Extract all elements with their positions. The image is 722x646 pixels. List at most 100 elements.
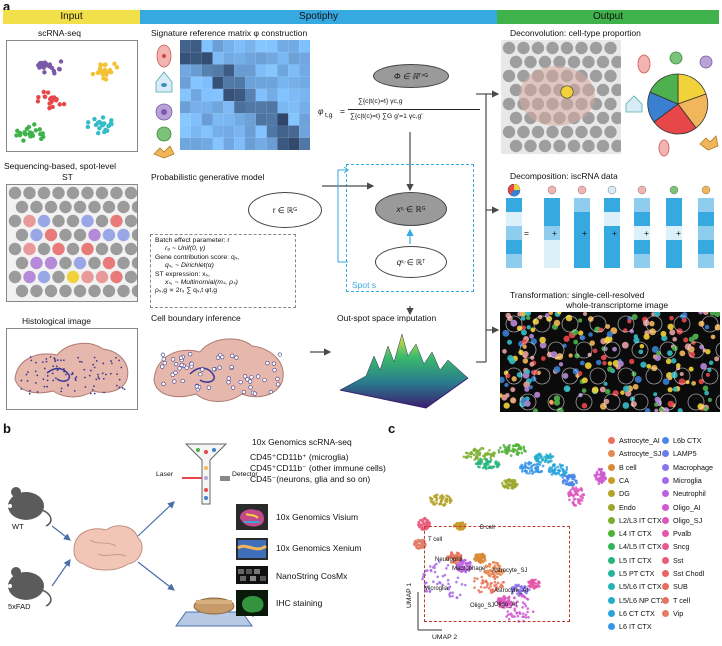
transform-cell	[507, 339, 513, 345]
umap-point	[568, 482, 572, 485]
heatmap-cell	[277, 101, 289, 114]
umap-point	[519, 592, 522, 596]
nucleus-dot	[71, 372, 74, 375]
umap-point	[528, 472, 531, 475]
umap-point	[422, 575, 425, 578]
umap-point	[480, 590, 483, 594]
umap-point	[522, 445, 526, 449]
nucleus-dot	[45, 358, 48, 360]
cell-dot	[47, 62, 53, 67]
umap-point	[435, 493, 439, 497]
deconv-spot	[604, 69, 617, 83]
input-st-title-2: ST	[62, 172, 73, 182]
legend-label: Sst Chodl	[673, 569, 705, 578]
umap-point	[436, 575, 439, 579]
transform-cell	[612, 360, 620, 367]
umap-point	[490, 581, 493, 585]
st-spot	[81, 242, 94, 256]
heatmap-cell	[266, 137, 278, 150]
umap-point	[521, 606, 524, 609]
transform-cell	[651, 346, 659, 353]
transform-cell	[667, 350, 673, 356]
cosmx-thumb-svg	[238, 569, 266, 581]
q-node-rest: ∈ ℝ	[406, 257, 423, 267]
umap-point	[537, 454, 541, 457]
cell-dot	[41, 65, 46, 70]
nucleus-dot	[93, 356, 96, 359]
st-spot	[8, 242, 22, 256]
transform-cell	[714, 356, 720, 362]
nucleus-dot	[93, 392, 96, 395]
umap-point	[576, 487, 579, 491]
cell-boundary	[172, 379, 177, 384]
cell-boundary	[198, 372, 203, 377]
umap-point	[538, 463, 542, 466]
umap-point	[477, 461, 481, 465]
umap-point	[478, 451, 482, 455]
umap-point	[440, 498, 444, 502]
decomp-cell-icon	[637, 185, 647, 195]
cell-dot	[101, 76, 106, 81]
heatmap-cell	[245, 88, 256, 102]
nucleus-dot	[55, 377, 57, 380]
umap-point	[551, 455, 555, 458]
legend-swatch	[662, 516, 669, 524]
histology-image	[6, 328, 138, 410]
nucleus-dot	[66, 383, 69, 386]
nucleus-dot	[74, 377, 77, 380]
q-node-sup: T	[422, 259, 426, 265]
heatmap-cell	[266, 40, 278, 53]
heatmap-cell	[234, 76, 245, 89]
umap-point	[510, 587, 514, 591]
ihc-thumb-svg	[242, 596, 264, 613]
umap-point	[445, 498, 449, 502]
umap-point	[498, 601, 502, 605]
legend-swatch	[662, 530, 669, 538]
umap-point	[499, 573, 502, 577]
umap-point	[438, 496, 442, 500]
umap-point	[568, 474, 571, 478]
transform-spot-ring	[561, 367, 579, 385]
legend-label: Macrophage	[673, 462, 713, 472]
umap-point	[571, 481, 574, 484]
legend-swatch	[608, 503, 615, 511]
xenium-thumb	[236, 538, 268, 560]
legend-label: B cell	[619, 462, 637, 472]
legend-swatch	[608, 463, 615, 471]
umap-point	[513, 615, 516, 618]
st-spot	[8, 214, 22, 228]
cell-dot	[57, 67, 62, 72]
decomp-cell-icon	[547, 185, 557, 195]
umap-point	[473, 458, 477, 461]
heatmap-cell	[277, 125, 289, 138]
transform-spot-ring	[617, 315, 635, 333]
scrna-clusters	[14, 59, 120, 143]
transform-cell	[640, 361, 647, 368]
heatmap-cell	[288, 88, 300, 102]
transform-spot-ring	[519, 341, 537, 359]
cell-dot	[85, 120, 91, 125]
nucleus-dot	[95, 378, 98, 381]
decomp-cell	[666, 198, 682, 212]
cell-boundary	[160, 352, 166, 357]
st-spot	[23, 270, 36, 284]
umap-point	[448, 595, 452, 598]
umap-point	[527, 584, 531, 588]
decomp-cell	[698, 212, 714, 226]
umap-point	[476, 455, 479, 458]
deconv-spot	[567, 139, 581, 153]
deconv-spot	[517, 125, 530, 139]
transform-spot-ring	[533, 315, 551, 333]
cell-boundary	[238, 380, 243, 385]
nucleus-dot	[102, 362, 105, 365]
umap-point	[455, 521, 459, 525]
transform-cell	[553, 399, 561, 406]
umap-point	[433, 564, 436, 567]
legend-item: L6 CT CTX	[608, 609, 655, 618]
deconv-spot	[611, 139, 624, 153]
cell-boundary	[271, 361, 277, 366]
legend-item: L5 IT CTX	[608, 556, 652, 565]
transform-cell	[556, 407, 564, 412]
transform-cell	[580, 335, 586, 341]
